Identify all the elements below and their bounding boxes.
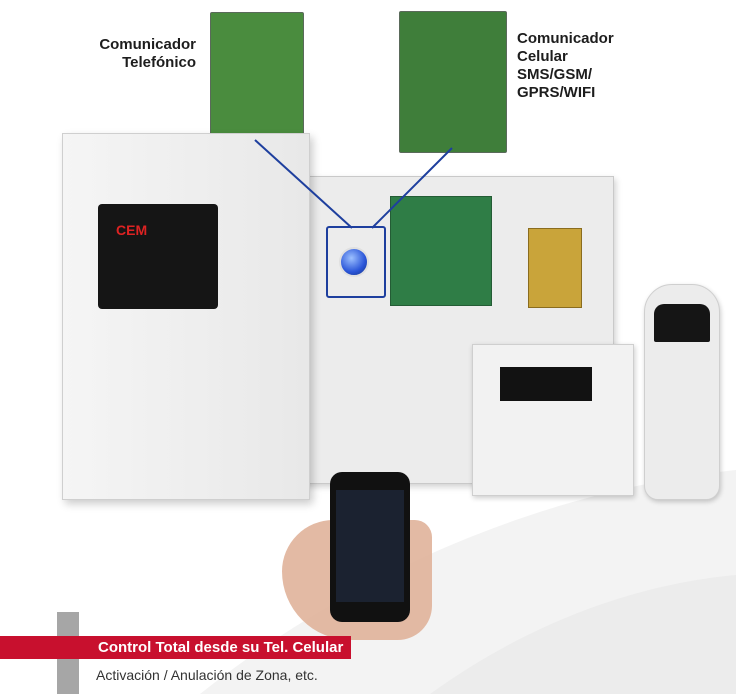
brand-logo: CEM xyxy=(116,222,148,238)
caption-title: Control Total desde su Tel. Celular xyxy=(92,636,352,659)
main-control-board xyxy=(390,196,492,306)
communicator-slot-highlight xyxy=(326,226,386,298)
smartphone-app-screen xyxy=(336,490,404,602)
telephone-communicator-label: Comunicador Telefónico xyxy=(99,36,196,71)
telephone-communicator-board xyxy=(210,12,304,148)
cellular-communicator-label: Comunicador Celular SMS/GSM/ GPRS/WIFI xyxy=(517,30,614,101)
enclosure-door: CEM xyxy=(62,133,310,500)
led-keypad-display xyxy=(500,367,592,401)
remote-keypad-display xyxy=(654,304,710,342)
door-logo-panel: CEM xyxy=(98,204,218,309)
communicator-slot-indicator xyxy=(339,247,369,277)
cellular-communicator-board xyxy=(399,11,507,153)
power-transformer xyxy=(528,228,582,308)
caption-subtitle: Activación / Anulación de Zona, etc. xyxy=(96,667,318,683)
caption-red-bar xyxy=(0,636,92,659)
